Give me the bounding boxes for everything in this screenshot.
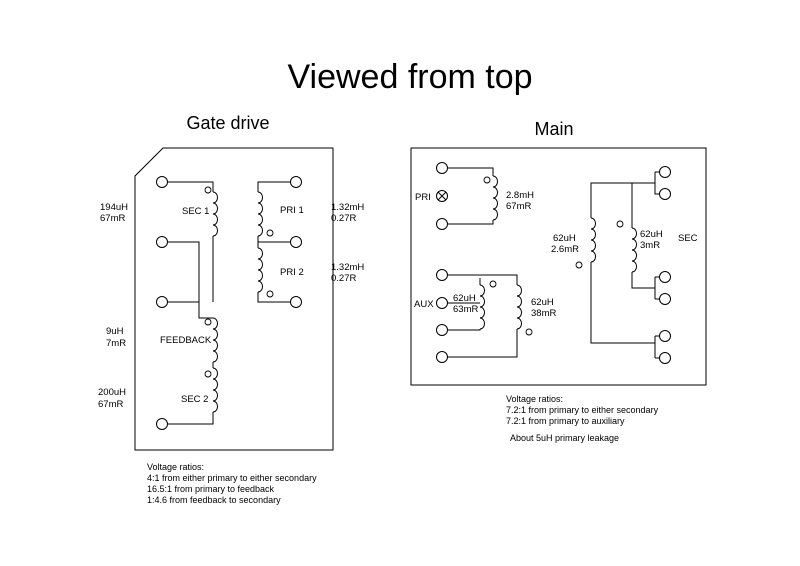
main-pin-sec-5 (659, 330, 671, 342)
main-pin-sec-2 (659, 188, 671, 200)
gate-feedback-inductance: 9uH (106, 326, 124, 337)
gate-pin-fb-sec2 (156, 296, 168, 308)
main-pri-resistance: 67mR (506, 201, 531, 212)
main-pin-sec-4 (659, 293, 671, 305)
gate-pri1-polarity-dot (266, 229, 274, 237)
gate-sec1-leads (168, 181, 214, 303)
main-note-line-4: About 5uH primary leakage (510, 433, 619, 443)
gate-pin-pri-center (290, 236, 302, 248)
main-sec1-coil (590, 217, 596, 263)
gate-pri-leads (257, 181, 290, 303)
main-sec2-coil (631, 227, 637, 273)
gate-pri2-coil (257, 247, 263, 293)
gate-pri2-inductance: 1.32mH (331, 262, 364, 273)
main-pin-aux-center (436, 297, 448, 309)
main-aux2-inductance: 62uH (531, 297, 554, 308)
gate-pri2-polarity-dot (266, 290, 274, 298)
main-heading: Main (534, 119, 573, 139)
gate-sec1-resistance: 67mR (100, 213, 125, 224)
gate-sec2-resistance: 67mR (98, 399, 123, 410)
gate-feedback-leads (198, 302, 214, 368)
main-sec2-polarity-dot (616, 220, 624, 228)
gate-pin-pri2-bottom (290, 296, 302, 308)
gate-pin-pri1-top (290, 176, 302, 188)
gate-feedback-resistance: 7mR (106, 338, 126, 349)
main-pin-aux-top (436, 269, 448, 281)
main-pin-sec-6 (659, 352, 671, 364)
main-pri-polarity-dot (483, 176, 491, 184)
main-aux1-inductance: 62uH (453, 293, 476, 304)
main-pri-inductance: 2.8mH (506, 190, 534, 201)
gate-feedback-coil (212, 317, 218, 363)
main-pin-pri-bottom (436, 218, 448, 230)
gate-drive-outline (134, 147, 334, 451)
main-pri-coil (492, 175, 498, 221)
main-sec-label: SEC (678, 233, 698, 244)
gate-pri1-resistance: 0.27R (331, 213, 356, 224)
main-aux1-polarity-dot (489, 280, 497, 288)
main-aux1-resistance: 63mR (453, 304, 478, 315)
main-aux-leads (448, 274, 518, 358)
gate-sec1-polarity-dot (204, 186, 212, 194)
main-pin-aux-mid (436, 324, 448, 336)
gate-note-line-2: 4:1 from either primary to either second… (147, 473, 317, 483)
main-sec1-inductance: 62uH (553, 233, 576, 244)
gate-pri2-resistance: 0.27R (331, 273, 356, 284)
main-note-line-3: 7.2:1 from primary to auxiliary (506, 416, 625, 426)
gate-sec1-label: SEC 1 (182, 206, 209, 217)
gate-sec1-coil (212, 191, 218, 237)
page-title: Viewed from top (287, 58, 532, 96)
gate-drive-heading: Gate drive (186, 113, 269, 133)
gate-sec2-coil (212, 367, 218, 413)
main-pin-pri-top (436, 162, 448, 174)
main-aux1-coil (479, 284, 485, 330)
gate-pin-sec1-bottom (156, 236, 168, 248)
main-sec2-inductance: 62uH (640, 229, 663, 240)
gate-feedback-polarity-dot (204, 318, 212, 326)
main-aux-label: AUX (414, 299, 434, 310)
main-outline (410, 147, 707, 386)
gate-pri1-inductance: 1.32mH (331, 202, 364, 213)
gate-pri1-coil (257, 191, 263, 237)
main-note-line-2: 7.2:1 from primary to either secondary (506, 405, 659, 415)
gate-feedback-label: FEEDBACK (160, 335, 212, 346)
main-pin-sec-3 (659, 271, 671, 283)
gate-sec1-inductance: 194uH (100, 202, 128, 213)
main-pin-aux-bottom (436, 351, 448, 363)
main-pri-leads (448, 167, 494, 225)
gate-pri1-label: PRI 1 (280, 205, 304, 216)
gate-sec2-leads (168, 412, 214, 425)
main-sec1-resistance: 2.6mR (551, 244, 579, 255)
gate-note-line-4: 1:4.6 from feedback to secondary (147, 495, 281, 505)
gate-pin-sec2-bottom (156, 418, 168, 430)
gate-note-line-1: Voltage ratios: (147, 462, 204, 472)
main-pin-sec-1 (659, 166, 671, 178)
gate-sec2-inductance: 200uH (98, 387, 126, 398)
main-sec2-resistance: 3mR (640, 240, 660, 251)
gate-note-line-3: 16.5:1 from primary to feedback (147, 484, 275, 494)
gate-sec2-label: SEC 2 (181, 394, 208, 405)
main-aux2-polarity-dot (525, 328, 533, 336)
main-sec1-polarity-dot (575, 261, 583, 269)
main-pin-pri-nc-cross (437, 191, 447, 201)
main-sec-leads (590, 171, 659, 359)
main-pri-label: PRI (415, 192, 431, 203)
gate-drive-section: Gate drive SEC 1 PRI 1 PRI 2 FEEDBACK (98, 113, 364, 505)
gate-sec2-polarity-dot (204, 370, 212, 378)
main-aux2-coil (516, 284, 522, 330)
main-aux2-resistance: 38mR (531, 308, 556, 319)
gate-pin-sec1-top (156, 176, 168, 188)
gate-pri2-label: PRI 2 (280, 267, 304, 278)
main-section: Main PRI AUX SEC (410, 119, 707, 443)
main-note-line-1: Voltage ratios: (506, 394, 563, 404)
